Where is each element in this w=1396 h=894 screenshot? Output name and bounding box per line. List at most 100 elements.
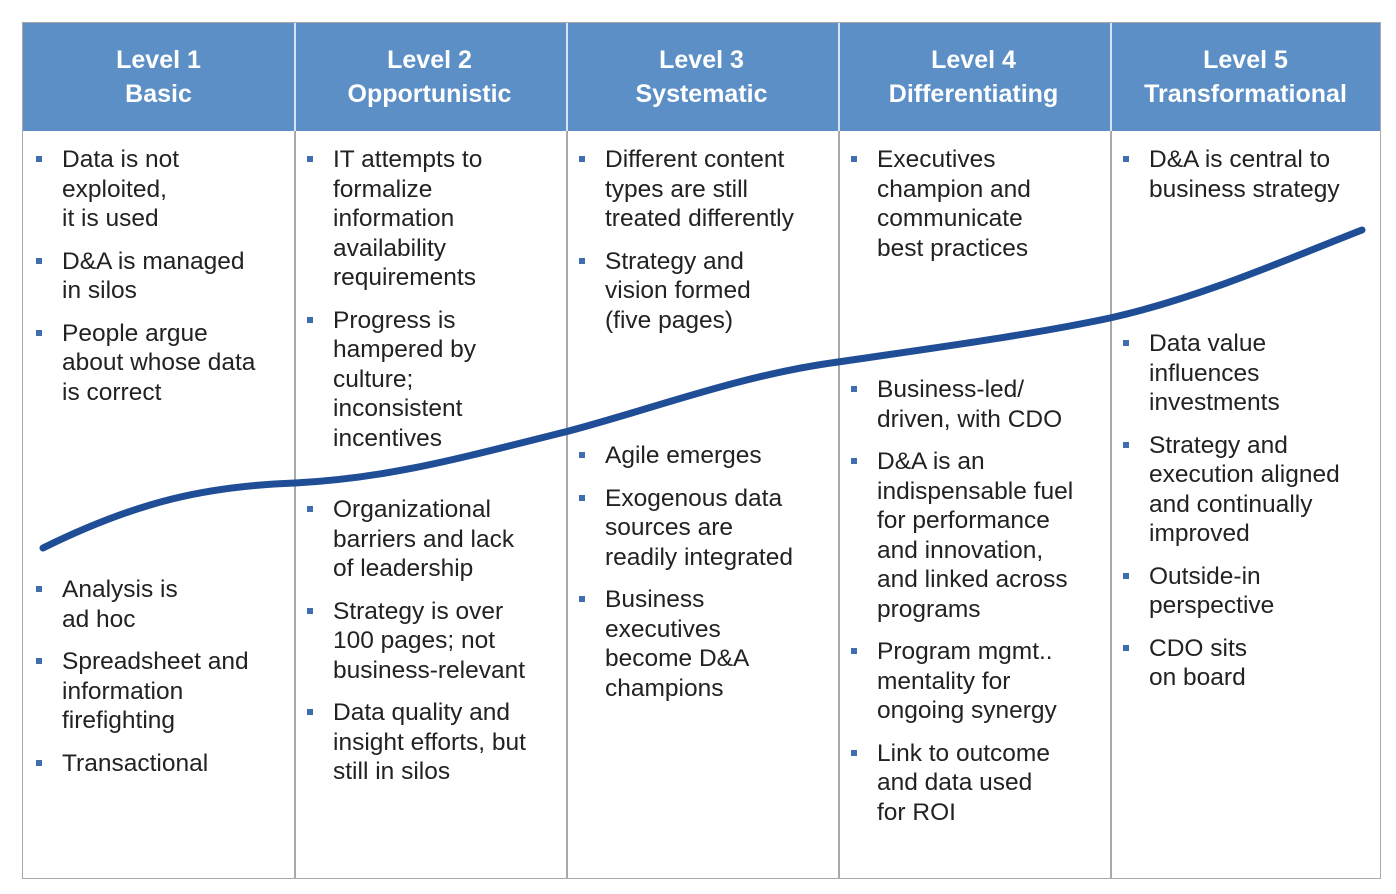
bullet-text: Strategy and execution aligned and conti… [1149,431,1340,548]
bullet-text: Analysis is ad hoc [62,576,178,633]
level-1-number: Level 1 [116,46,201,74]
bullet-item: Agile emerges [579,441,833,471]
level-4-header: Level 4 Differentiating [838,23,1109,131]
level-2-number: Level 2 [387,46,472,74]
bullet-square-icon [1123,340,1129,346]
bullet-item: Data value influences investments [1123,329,1377,418]
bullet-item: CDO sits on board [1123,634,1377,693]
bullet-text: Transactional [62,749,209,777]
bullet-text: IT attempts to formalize information ava… [333,146,483,291]
header-divider [837,23,840,131]
bullet-square-icon [36,257,42,264]
bullet-text: Agile emerges [605,442,762,469]
bullet-square-icon [307,156,313,162]
bullet-square-icon [36,586,42,592]
header-divider [1109,23,1112,131]
level-3-header: Level 3 Systematic [566,23,837,131]
bullet-square-icon [851,458,857,464]
bullet-item: People argue about whose data is correct [36,319,290,408]
bullet-item: Strategy is over 100 pages; not business… [307,597,561,686]
bullet-item: Different content types are still treate… [579,145,833,234]
bullet-square-icon [36,759,42,766]
bullet-item: Outside-in perspective [1123,562,1377,621]
bullet-text: Program mgmt.. mentality for ongoing syn… [877,638,1057,724]
bullet-item: Exogenous data sources are readily integ… [579,484,833,573]
header-row [23,23,1380,131]
level-5-name: Transformational [1144,80,1347,108]
header-divider [565,23,568,131]
bullet-text: D&A is managed in silos [62,247,245,305]
bullet-item: Executives champion and communicate best… [851,145,1105,263]
bullet-item: Progress is hampered by culture; inconsi… [307,306,561,454]
bullet-text: Spreadsheet and information firefighting [62,648,249,734]
level-3-name: Systematic [635,80,768,108]
bullet-item: D&A is central to business strategy [1123,145,1377,204]
bullet-square-icon [1123,156,1129,162]
level-3-upper-bullets: Different content types are still treate… [579,145,833,335]
bullet-item: Link to outcome and data used for ROI [851,739,1105,828]
bullet-square-icon [307,709,313,715]
bullet-item: Spreadsheet and information firefighting [36,647,290,736]
bullet-text: Different content types are still treate… [605,146,794,232]
header-divider [293,23,296,131]
bullet-text: D&A is an indispensable fuel for perform… [877,448,1074,623]
bullet-text: CDO sits on board [1149,634,1247,692]
level-2-name: Opportunistic [347,80,512,108]
column-divider [1110,23,1112,878]
bullet-text: Strategy and vision formed (five pages) [605,247,751,334]
level-2-upper-bullets: IT attempts to formalize information ava… [307,145,561,453]
bullet-square-icon [579,156,585,162]
level-3-number: Level 3 [659,46,744,74]
bullet-square-icon [579,494,585,501]
bullet-item: Business-led/ driven, with CDO [851,375,1105,434]
bullet-text: Data value influences investments [1149,330,1280,416]
bullet-item: D&A is managed in silos [36,247,290,306]
column-divider [294,23,296,878]
bullet-square-icon [36,658,42,664]
bullet-item: Organizational barriers and lack of lead… [307,495,561,584]
bullet-text: Business-led/ driven, with CDO [877,376,1063,433]
bullet-text: Link to outcome and data used for ROI [877,739,1050,826]
level-5-number: Level 5 [1203,46,1288,74]
bullet-square-icon [36,329,42,336]
bullet-square-icon [851,156,857,162]
level-4-upper-bullets: Executives champion and communicate best… [851,145,1105,263]
level-4-number: Level 4 [931,46,1016,74]
bullet-square-icon [851,648,857,654]
bullet-text: Exogenous data sources are readily integ… [605,484,793,571]
bullet-square-icon [307,506,313,512]
bullet-item: IT attempts to formalize information ava… [307,145,561,293]
column-divider [838,23,840,878]
bullet-item: Data quality and insight efforts, but st… [307,698,561,787]
bullet-text: Data quality and insight efforts, but st… [333,699,526,785]
bullet-square-icon [851,749,857,756]
bullet-square-icon [579,452,585,458]
bullet-text: Organizational barriers and lack of lead… [333,496,515,582]
bullet-item: Analysis is ad hoc [36,575,290,634]
level-1-name: Basic [125,80,192,108]
bullet-text: Progress is hampered by culture; inconsi… [333,306,477,452]
bullet-text: Business executives become D&A champions [605,586,750,702]
level-4-name: Differentiating [888,80,1059,108]
bullet-square-icon [1123,644,1129,651]
bullet-square-icon [1123,572,1129,579]
bullet-item: Transactional [36,749,290,779]
bullet-item: Business executives become D&A champions [579,585,833,703]
bullet-text: Executives champion and communicate best… [877,146,1031,262]
level-2-lower-bullets: Organizational barriers and lack of lead… [307,495,561,787]
bullet-square-icon [851,386,857,392]
bullet-square-icon [1123,441,1129,448]
level-5-upper-bullets: D&A is central to business strategy [1123,145,1377,204]
level-5-header: Level 5 Transformational [1110,23,1381,131]
bullet-item: Data is not exploited, it is used [36,145,290,234]
bullet-square-icon [579,596,585,602]
bullet-square-icon [307,607,313,614]
bullet-item: Program mgmt.. mentality for ongoing syn… [851,637,1105,726]
bullet-text: Data is not exploited, it is used [62,146,180,232]
level-1-header: Level 1 Basic [23,23,294,131]
